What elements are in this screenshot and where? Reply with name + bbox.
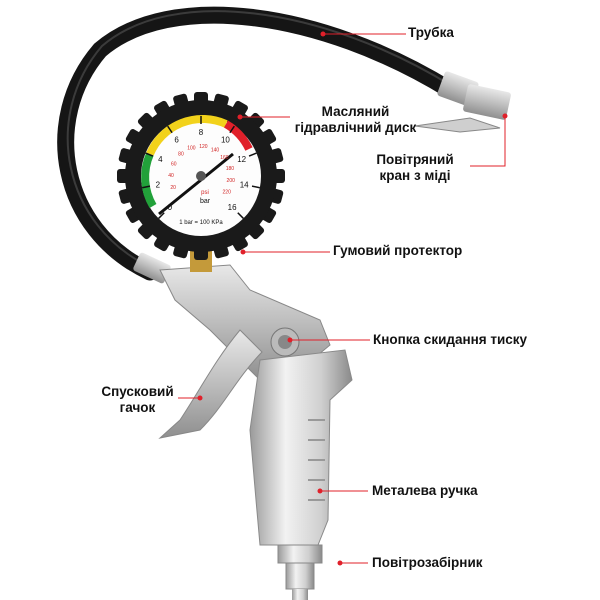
callout-dot-tube — [320, 31, 326, 37]
bar-tick-label: 16 — [228, 203, 237, 212]
bar-tick-label: 4 — [158, 155, 163, 164]
psi-tick-label: 20 — [170, 185, 176, 191]
callout-dot-dial — [237, 114, 243, 120]
callout-dot-handle — [317, 488, 323, 494]
bar-tick — [251, 185, 260, 189]
label-line: Масляний — [321, 104, 390, 119]
label-line: Спусковий — [101, 384, 174, 399]
psi-tick-label: 180 — [226, 166, 235, 172]
bar-tick-label: 14 — [240, 181, 249, 190]
label-air-valve: Повітряний кран з міді — [360, 152, 470, 184]
callout-lines — [178, 33, 506, 564]
label-line: гачок — [119, 400, 156, 415]
callout-dot-release — [287, 337, 293, 343]
psi-tick-label: 120 — [199, 144, 208, 150]
bar-tick — [229, 125, 235, 134]
air-chuck — [414, 71, 511, 133]
bar-tick-label: 0 — [168, 203, 173, 212]
callout-dot-trigger — [197, 395, 203, 401]
label-oil-dial: Масляний гідравлічний диск — [268, 104, 443, 136]
psi-tick-label: 60 — [171, 161, 177, 167]
psi-tick-label: 160 — [220, 155, 229, 161]
bar-tick — [145, 152, 154, 157]
callout-dot-inlet — [337, 560, 343, 566]
unit-bar: bar — [200, 198, 211, 205]
bar-tick-label: 2 — [156, 181, 161, 190]
bar-tick-label: 8 — [199, 128, 204, 137]
label-tube: Трубка — [408, 25, 454, 40]
bar-tick-label: 10 — [221, 135, 230, 144]
bar-tick — [167, 125, 173, 134]
bar-tick — [158, 212, 165, 219]
psi-tick-label: 200 — [227, 178, 236, 184]
label-trigger: Спусковий гачок — [95, 384, 180, 416]
psi-tick-label: 220 — [223, 189, 232, 195]
gauge-note: 1 bar = 100 KPa — [179, 220, 223, 226]
pressure-gauge — [117, 92, 285, 260]
hose — [57, 6, 459, 281]
label-line: Повітряний — [376, 152, 454, 167]
bar-tick-label: 12 — [237, 155, 246, 164]
unit-psi: psi — [201, 190, 209, 196]
gun-body — [159, 264, 353, 600]
bar-tick-label: 6 — [174, 135, 179, 144]
psi-tick-label: 100 — [187, 146, 196, 152]
label-air-inlet: Повітрозабірник — [372, 555, 483, 570]
bar-tick — [142, 185, 151, 189]
label-line: гідравлічний диск — [294, 120, 417, 135]
label-rubber-protector: Гумовий протектор — [333, 243, 463, 258]
label-release-button: Кнопка скидання тиску — [373, 332, 528, 347]
bar-tick — [248, 152, 257, 157]
label-metal-handle: Металева ручка — [372, 483, 478, 498]
psi-tick-label: 40 — [168, 173, 174, 179]
callout-dot-valve — [502, 113, 508, 119]
label-line: кран з міді — [379, 168, 451, 183]
bar-tick — [237, 212, 244, 219]
callout-dot-protector — [240, 249, 246, 255]
psi-tick-label: 140 — [211, 147, 220, 153]
psi-tick-label: 80 — [178, 152, 184, 158]
trigger — [158, 329, 263, 439]
